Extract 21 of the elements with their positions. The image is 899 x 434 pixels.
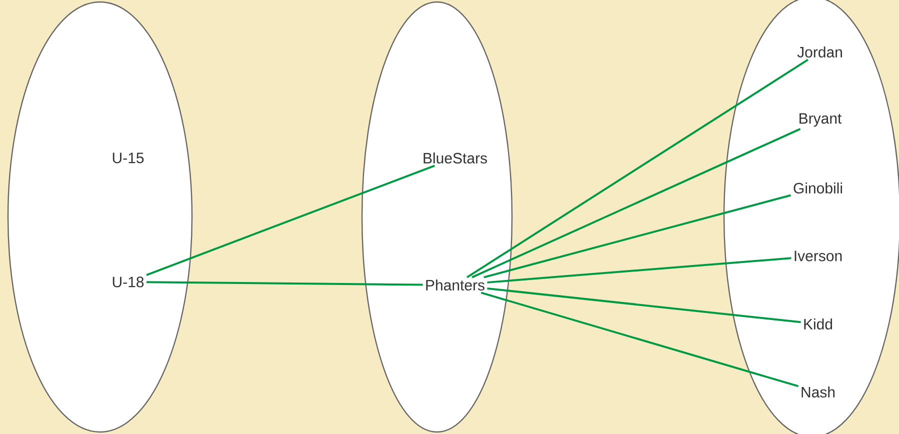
set-ellipse (361, 1, 513, 433)
connector-line (480, 292, 799, 388)
set-ellipse (723, 0, 899, 434)
connector-line (146, 281, 423, 286)
element-label: Iverson (794, 250, 842, 262)
set-ellipse (7, 1, 193, 433)
connector-line (487, 287, 801, 324)
element-label: U-18 (112, 276, 144, 288)
connector-line (466, 58, 808, 278)
element-label: BlueStars (424, 152, 487, 164)
element-label: U-15 (112, 152, 144, 164)
element-label: Phanters (426, 280, 484, 290)
element-label: Bryant (800, 113, 842, 127)
element-label: Kidd (804, 318, 832, 330)
element-label: Ginobili (794, 182, 842, 194)
connector-line (472, 128, 801, 278)
element-label: Jordan (797, 46, 842, 58)
connector-line (146, 164, 436, 276)
connector-line (484, 194, 792, 278)
element-label: Nash (802, 386, 835, 398)
connector-line (487, 257, 792, 284)
